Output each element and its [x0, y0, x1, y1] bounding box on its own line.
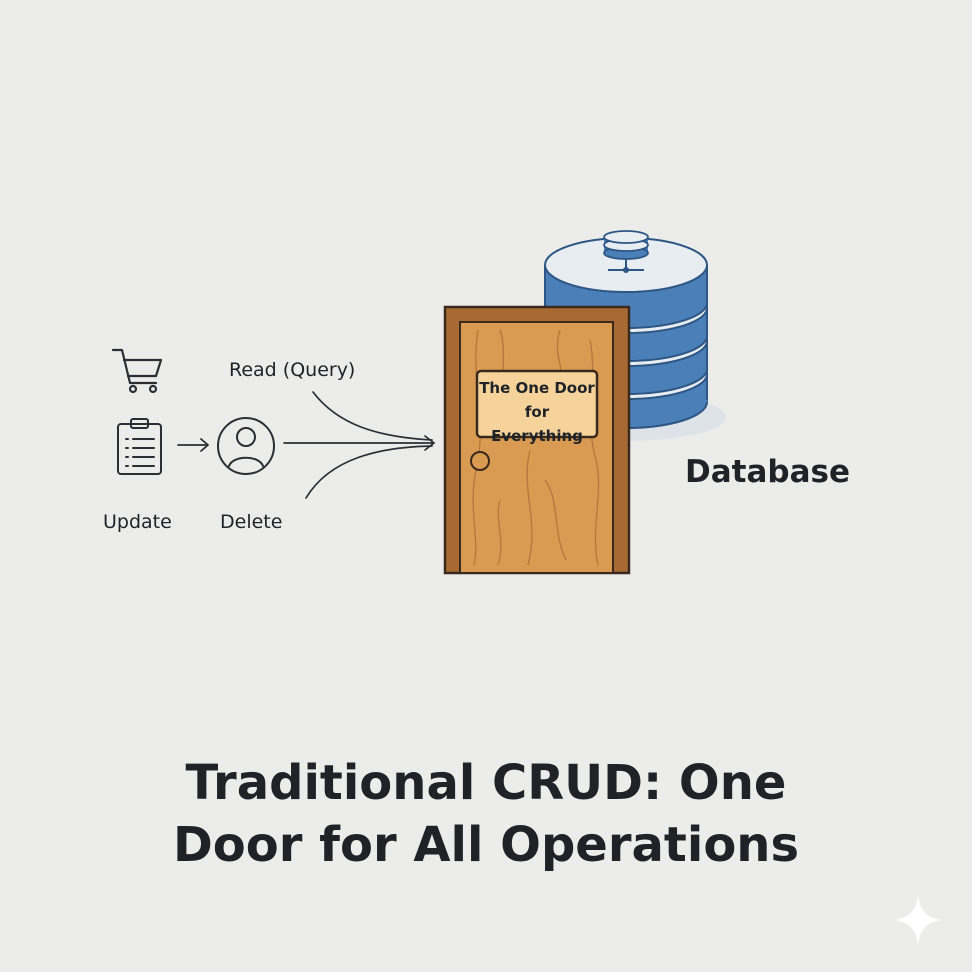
door-sign-text: The One Door for Everything — [477, 376, 597, 448]
door-icon — [443, 305, 631, 575]
delete-label: Delete — [220, 511, 283, 533]
title-line-1: Traditional CRUD: One — [185, 755, 787, 811]
flow-arrows — [283, 391, 436, 499]
user-circle-icon — [217, 417, 275, 475]
database-label: Database — [685, 454, 850, 490]
read-query-label: Read (Query) — [229, 359, 356, 381]
shopping-cart-icon — [111, 348, 163, 394]
clipboard-list-icon — [117, 418, 162, 475]
title-line-2: Door for All Operations — [172, 817, 800, 873]
update-label: Update — [103, 511, 172, 533]
page-title: Traditional CRUD: One Door for All Opera… — [0, 752, 972, 876]
arrow-small — [177, 438, 209, 452]
door-sign-line-2: for Everything — [491, 403, 583, 445]
sparkle-icon — [895, 896, 941, 944]
door-sign-line-1: The One Door — [479, 379, 595, 397]
database-network-icon — [603, 230, 649, 273]
